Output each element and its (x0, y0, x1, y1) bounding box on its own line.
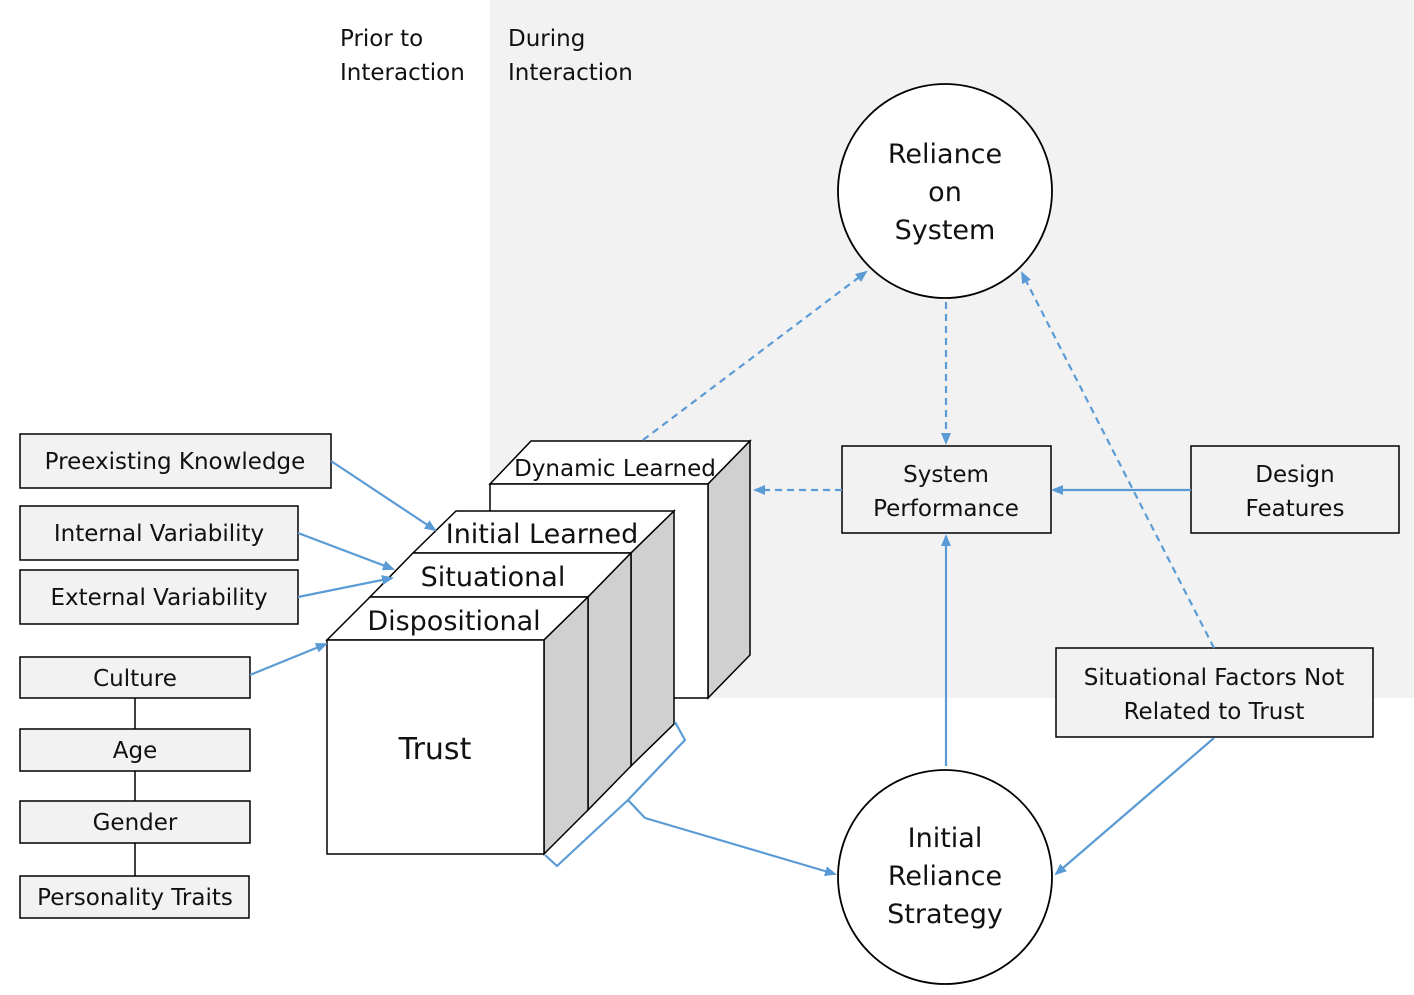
preexisting-knowledge-box: Preexisting Knowledge (19, 433, 332, 489)
age-box: Age (19, 728, 251, 772)
svg-text:Internal Variability: Internal Variability (54, 521, 264, 547)
gender-box: Gender (19, 800, 251, 844)
svg-text:Personality Traits: Personality Traits (37, 885, 233, 911)
trust-layers-brace (544, 721, 687, 868)
situational-factors-to-reliance-arrow (1021, 271, 1215, 649)
external-to-situational-arrow (297, 575, 394, 599)
trust-front-face: Trust (326, 639, 545, 855)
personality-traits-box: Personality Traits (19, 875, 250, 919)
svg-text:Situational: Situational (421, 562, 566, 593)
external-variability-box: External Variability (19, 569, 299, 625)
situational-factors-to-strategy-arrow (1054, 737, 1215, 876)
svg-text:Trust: Trust (398, 732, 472, 767)
svg-text:Dispositional: Dispositional (367, 606, 540, 637)
svg-text:Culture: Culture (93, 666, 177, 692)
svg-text:Dynamic Learned: Dynamic Learned (514, 456, 716, 482)
dynamic-to-reliance-arrow (642, 270, 868, 441)
dispositional-layer: Dispositional (325, 595, 590, 856)
situational-layer: Situational (368, 551, 633, 812)
brace-to-strategy-arrow (644, 816, 837, 876)
internal-to-situational-arrow (297, 531, 395, 571)
svg-text:Gender: Gender (93, 810, 178, 836)
svg-text:Age: Age (113, 738, 157, 764)
preexisting-to-initial-arrow (330, 460, 437, 532)
internal-variability-box: Internal Variability (19, 505, 299, 561)
culture-box: Culture (19, 656, 251, 699)
svg-text:Initial Learned: Initial Learned (446, 519, 639, 550)
svg-text:External Variability: External Variability (50, 585, 267, 611)
culture-to-dispositional-arrow (249, 642, 328, 677)
svg-text:Preexisting Knowledge: Preexisting Knowledge (45, 449, 306, 475)
